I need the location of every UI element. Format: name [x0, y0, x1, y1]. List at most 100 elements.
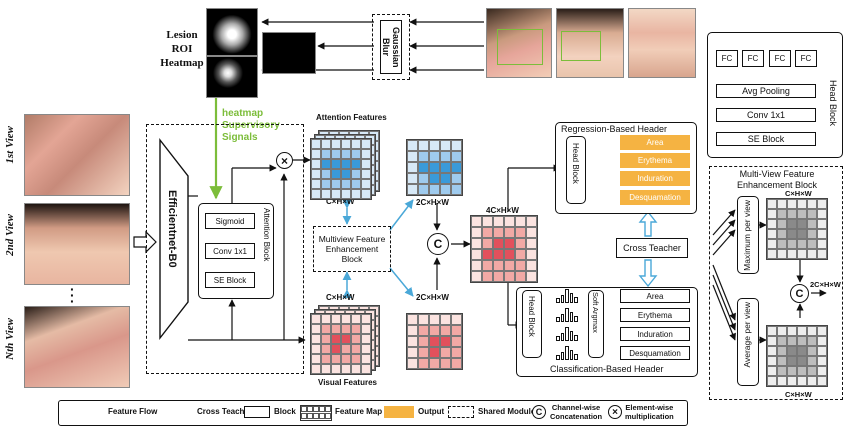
se-detail-box: SE Block [716, 132, 816, 146]
classification-head-label-wrap: Head Block [527, 296, 536, 339]
regression-head-label: Head Block [571, 143, 580, 184]
backbone-label: Efficientnet-B0 [166, 190, 178, 268]
attention-feature-map-2c [406, 139, 463, 196]
avg-pool-label: Avg Pooling [742, 86, 790, 96]
view-label-n: Nth View [4, 318, 16, 360]
concat-feature-map-4c [470, 215, 538, 283]
distribution-icon-2 [556, 308, 578, 322]
multiply-node: × [276, 152, 293, 169]
soft-argmax-label-wrap: Soft Argmax [591, 292, 600, 335]
cls-output-desquamation-label: Desquamation [629, 348, 681, 358]
mv-title-line-1: Multi-View Feature [739, 169, 815, 179]
supervision-line-2: Supervisory [222, 120, 280, 131]
se-detail-label: SE Block [747, 134, 785, 144]
concat-node: C [427, 233, 449, 255]
backbone-label-wrap: Efficientnet-B0 [166, 190, 178, 271]
max-per-view-label: Maximum per view [742, 200, 752, 271]
mv-dim-bottom: C×H×W [785, 390, 812, 399]
legend-output-swatch [384, 406, 414, 418]
legend-feature-map: Feature Map [335, 407, 383, 416]
ellipsis: ··· [70, 281, 75, 309]
head-block-detail-title: Head Block [828, 80, 838, 127]
fc-box-3: FC [769, 50, 791, 67]
reg-output-area: Area [620, 135, 690, 150]
gaussian-blur-module [372, 14, 410, 80]
soft-argmax-label: Soft Argmax [591, 292, 600, 333]
mv-concat-node: C [790, 284, 809, 303]
mv-block-title: Multi-View Feature Enhancement Block [722, 169, 832, 191]
regression-head-label-wrap: Head Block [571, 143, 580, 186]
view-label-2: 2nd View [4, 214, 16, 256]
fc-label-2: FC [747, 54, 759, 63]
conv-box: Conv 1x1 [205, 243, 255, 259]
legend-feature-map-swatch [300, 405, 332, 421]
conv-label: Conv 1x1 [213, 246, 247, 256]
legend-block-swatch [244, 406, 270, 418]
legend [58, 400, 688, 426]
legend-concat-symbol: C [535, 407, 543, 417]
attention-features-label: Attention Features [316, 113, 387, 122]
legend-mult-icon: × [608, 405, 622, 419]
mv-title-line-2: Enhancement Block [736, 180, 818, 190]
mv-dim-top: C×H×W [785, 189, 812, 198]
dim-label-4c: 4C×H×W [486, 206, 519, 215]
regression-head-block [566, 136, 586, 204]
mv-max-feature-map [766, 198, 828, 260]
head-block-detail-title-wrap: Head Block [828, 80, 838, 128]
legend-concat-line-2: Concatenation [550, 412, 603, 421]
supervision-line-3: Signals [222, 132, 258, 143]
se-box: SE Block [205, 272, 255, 288]
fc-box-2: FC [742, 50, 764, 67]
mv-block-detail [709, 166, 843, 400]
cls-output-area: Area [620, 289, 690, 303]
mv-dim-mid: 2C×H×W [810, 280, 841, 289]
heatmap-label-line-1: Lesion [166, 29, 198, 41]
max-per-view-box [737, 196, 759, 274]
dim-label-vis: C×H×W [326, 293, 355, 302]
multiply-symbol: × [280, 153, 288, 168]
legend-feature-flow: Feature Flow [108, 407, 158, 416]
cls-output-induration: Induration [620, 327, 690, 341]
distribution-icon-4 [556, 346, 578, 360]
legend-mult-line-2: multiplication [625, 412, 674, 421]
soft-argmax-block [588, 290, 604, 358]
legend-block: Block [274, 407, 296, 416]
legend-mult-symbol: × [612, 406, 618, 418]
gaussian-blur-label: Gaussian Blur [381, 26, 401, 68]
heatmap-label-line-2: ROI [171, 43, 193, 55]
fc-box-4: FC [795, 50, 817, 67]
fc-label-4: FC [800, 54, 812, 63]
gaussian-blur-box: Gaussian Blur [380, 20, 402, 74]
dim-label-att2: 2C×H×W [416, 198, 449, 207]
legend-cross-teacher: Cross Teacher [197, 407, 252, 416]
max-per-view-wrap: Maximum per view [742, 200, 752, 273]
input-photo-3 [628, 8, 696, 78]
reg-output-induration: Induration [620, 171, 690, 186]
supervision-label: heatmap Supervisory Signals [222, 108, 280, 144]
input-photo-2 [556, 8, 624, 78]
avg-per-view-wrap: Average per view [742, 302, 752, 370]
view-photo-2 [24, 203, 130, 285]
fc-label-1: FC [721, 54, 733, 63]
dim-label-att: C×H×W [326, 197, 355, 206]
attention-block-title-wrap: Attention Block [262, 208, 271, 263]
cross-teacher-label: Cross Teacher [623, 243, 681, 253]
heatmap-image-1 [206, 8, 258, 56]
shared-backbone-module [146, 124, 304, 374]
conv-detail-box: Conv 1x1 [716, 108, 816, 122]
attention-feature-map-layer-1 [310, 138, 372, 200]
mfe-label-2: Enhancement [325, 244, 379, 254]
classification-head-label: Head Block [527, 296, 536, 337]
classification-head-block [522, 290, 542, 358]
cross-teacher-box: Cross Teacher [616, 238, 688, 258]
mfe-block: Multiview Feature Enhancement Block [313, 226, 391, 272]
view-photo-n [24, 306, 130, 388]
heatmap-label-line-3: Heatmap [160, 57, 204, 69]
input-photo-1 [486, 8, 552, 78]
avg-per-view-box [737, 298, 759, 386]
mfe-label-3: Block [341, 254, 363, 264]
heatmap-image-2 [206, 56, 258, 98]
cls-output-desquamation: Desquamation [620, 346, 690, 360]
fc-box-1: FC [716, 50, 738, 67]
